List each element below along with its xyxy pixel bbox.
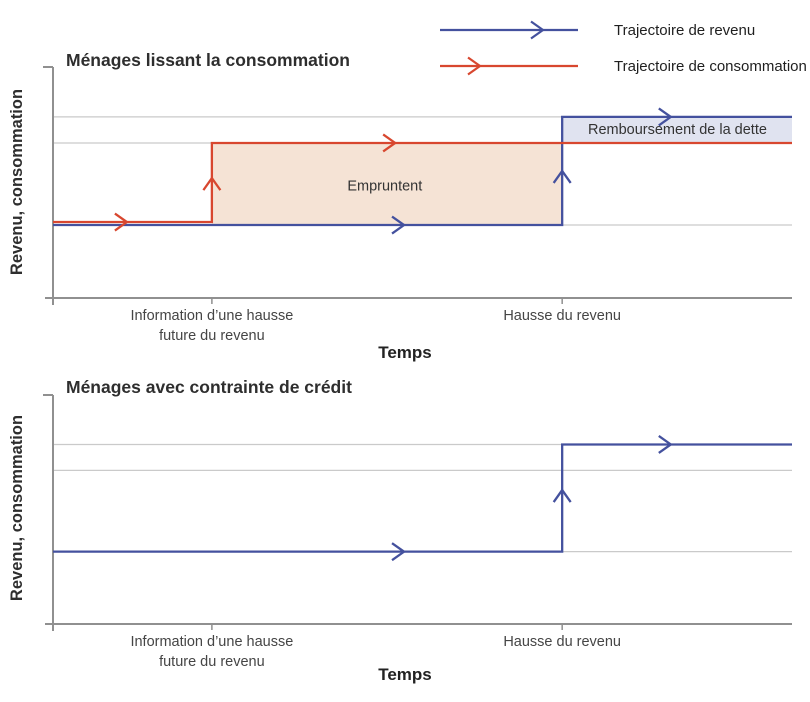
area-label: Remboursement de la dette [588,122,767,138]
x-tick-label: Hausse du revenu [503,634,621,650]
direction-arrow-icon [391,542,407,562]
legend-label-income: Trajectoire de revenu [614,21,756,39]
direction-arrow-icon [658,435,673,454]
legend-label-consumption: Trajectoire de consommation [614,57,807,75]
series-line [53,141,792,224]
x-tick-label: Information d’une hausse future du reven… [130,634,294,670]
series-line [53,443,792,553]
consumption-line-icon [440,56,578,76]
direction-arrow-icon [202,176,222,191]
direction-arrow-icon [552,488,572,503]
x-tick-label: Hausse du revenu [503,308,621,324]
plot-smoothing: Empruntent Remboursement de la dette [43,66,792,305]
shaded-area-0 [211,142,563,226]
legend: Trajectoire de revenu Trajectoire de con… [438,17,807,79]
direction-arrow-icon [382,133,398,153]
direction-arrow-icon [552,168,572,184]
panel-title-credit-constrained: Ménages avec contrainte de crédit [66,377,352,397]
direction-arrow-icon [391,215,407,235]
x-tick-label: Information d’une hausse future du reven… [130,308,294,344]
plot-credit-constrained [43,394,792,631]
income-line-icon [440,20,578,40]
shaded-area-1 [562,116,792,143]
direction-arrow-icon [114,212,129,232]
panel-title-smoothing: Ménages lissant la consommation [66,50,350,70]
direction-arrow-icon [658,107,673,127]
legend-item-consumption: Trajectoire de consommation [438,53,807,79]
area-label: Empruntent [347,179,422,195]
x-axis-label: Temps [378,343,432,362]
x-axis-label: Temps [378,665,432,684]
legend-item-income: Trajectoire de revenu [438,17,807,43]
